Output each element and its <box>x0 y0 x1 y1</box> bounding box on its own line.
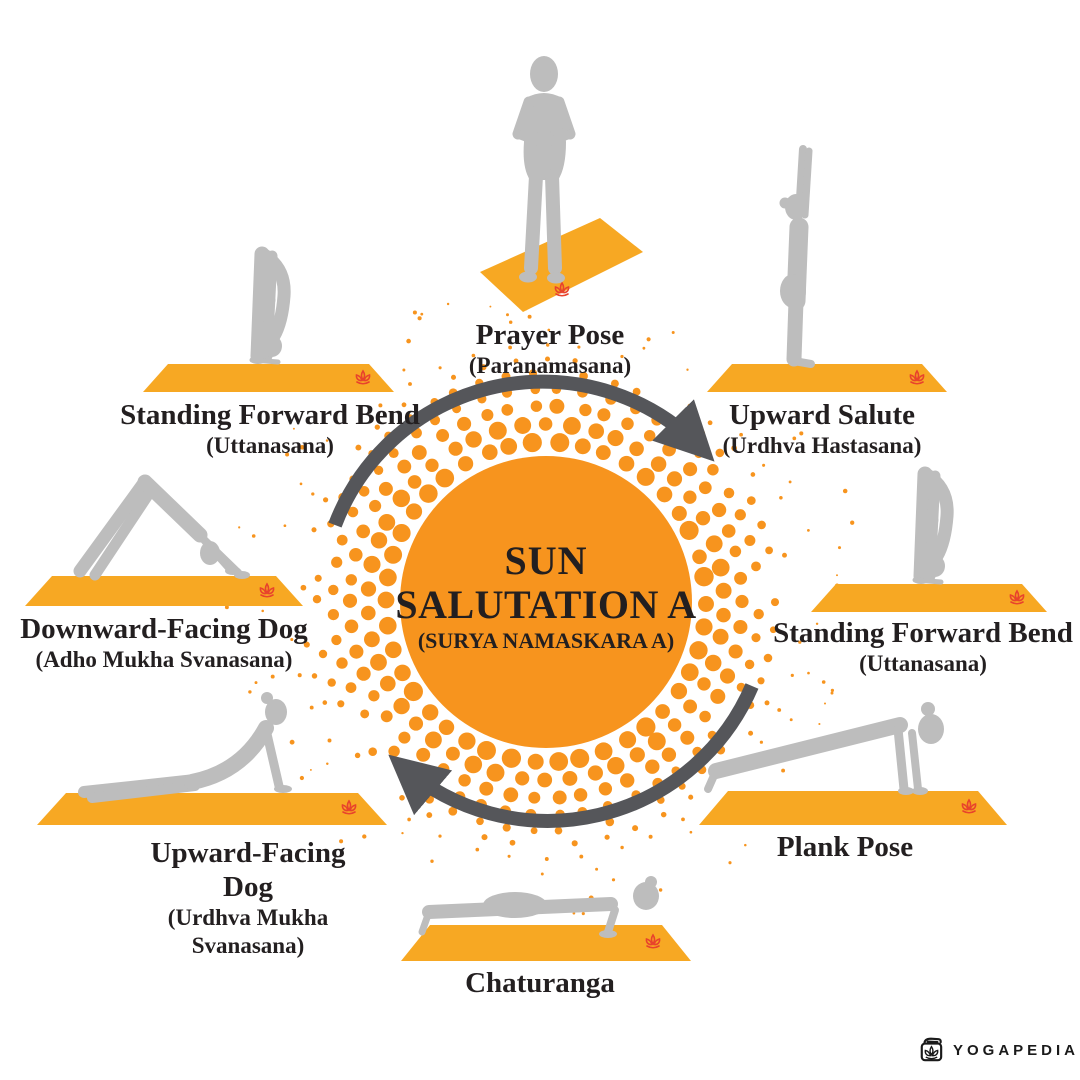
standing-forward-bend-right-figure <box>912 466 954 585</box>
title-line-1: SUN <box>504 538 588 583</box>
title-subtitle: (SURYA NAMASKARA A) <box>417 628 675 653</box>
standing-forward-bend-right-label: Standing Forward Bend (Uttanasana) <box>773 617 1073 676</box>
upward-facing-dog-mat <box>37 793 387 825</box>
upward-salute-label: Upward Salute (Urdhva Hastasana) <box>722 399 922 458</box>
upward-salute-mat <box>707 364 947 392</box>
standing-forward-bend-left-mat <box>143 364 394 392</box>
standing-forward-bend-left-figure <box>249 246 291 365</box>
plank-pose-figure <box>704 702 944 795</box>
downward-facing-dog-figure <box>73 474 250 581</box>
upward-facing-dog-label: Upward-Facing Dog (Urdhva Mukha Svanasan… <box>150 837 346 958</box>
logo-text: YOGAPEDIA <box>953 1041 1080 1059</box>
cycle-arrow-bottom <box>388 683 759 828</box>
diagram-title: SUN SALUTATION A (SURYA NAMASKARA A) <box>386 540 706 654</box>
sun-center-circle <box>400 456 692 748</box>
plank-pose-mat <box>699 791 1007 825</box>
upward-facing-dog-figure <box>78 692 292 803</box>
prayer-pose-illustration <box>480 56 643 312</box>
standing-forward-bend-right-mat <box>811 584 1047 612</box>
cycle-arrow-top <box>328 374 715 528</box>
yogapedia-logo: YOGAPEDIA <box>918 1036 1079 1064</box>
book-lotus-icon <box>920 1037 943 1062</box>
standing-forward-bend-left-label: Standing Forward Bend (Uttanasana) <box>120 399 420 458</box>
downward-facing-dog-label: Downward-Facing Dog (Adho Mukha Svanasan… <box>20 613 308 672</box>
title-line-2: SALUTATION A <box>395 582 697 627</box>
chaturanga-label: Chaturanga <box>465 967 615 999</box>
chaturanga-figure <box>418 876 659 938</box>
downward-facing-dog-mat <box>25 576 303 606</box>
upward-salute-figure <box>779 145 815 368</box>
prayer-pose-label: Prayer Pose (Paranamasana) <box>468 319 632 378</box>
plank-pose-label: Plank Pose <box>776 831 914 863</box>
chaturanga-mat <box>401 925 691 961</box>
